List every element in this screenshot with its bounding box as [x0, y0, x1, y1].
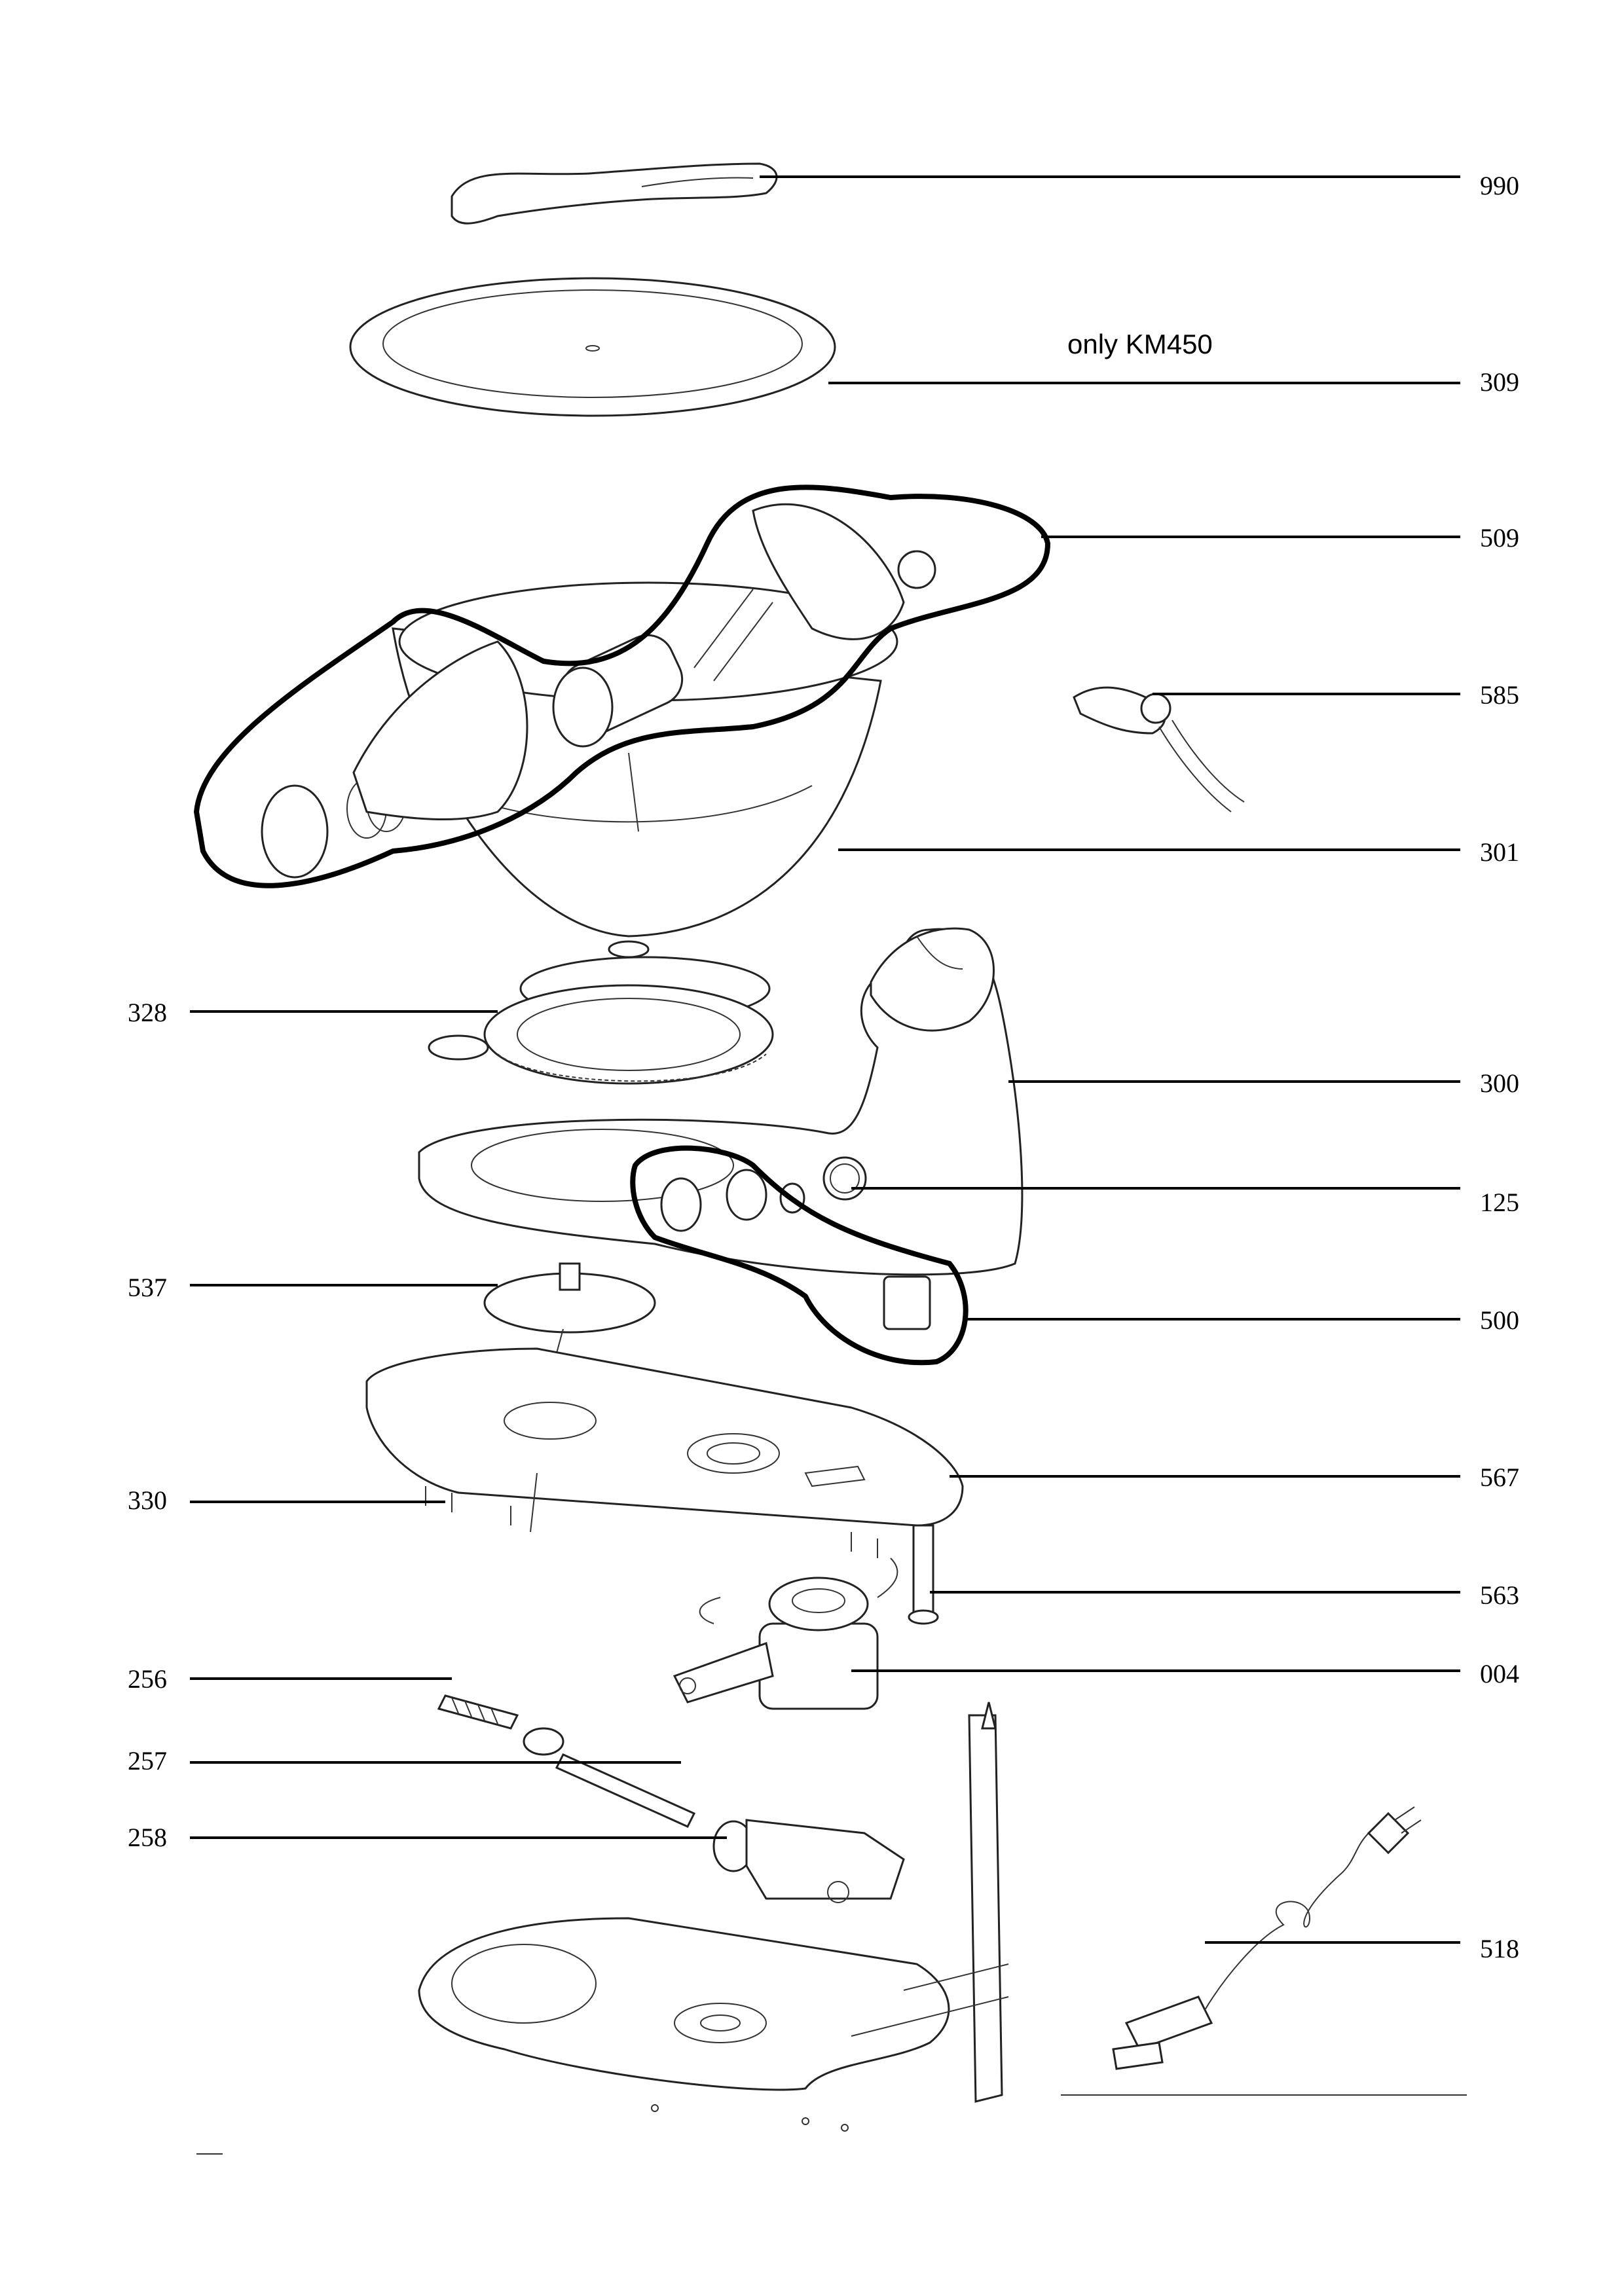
- part-label-300: 300: [1480, 1068, 1519, 1098]
- gear-ring-drawing: [428, 940, 774, 1085]
- leader-lines-right: [760, 175, 1460, 1944]
- part-label-567: 567: [1480, 1463, 1519, 1492]
- part-label-258: 258: [128, 1823, 167, 1852]
- lid-drawing: [349, 277, 836, 417]
- bracket-drawing: [745, 1819, 905, 1903]
- part-label-328: 328: [128, 998, 167, 1027]
- bottom-chassis-drawing: [418, 1702, 1009, 2132]
- motor-drawing: [673, 1558, 898, 1710]
- part-label-537: 537: [128, 1273, 167, 1302]
- shaft-drawing: [908, 1524, 939, 1625]
- part-label-518: 518: [1480, 1934, 1519, 1963]
- part-label-500: 500: [1480, 1305, 1519, 1335]
- part-label-257: 257: [128, 1746, 167, 1776]
- base-plate-drawing: [365, 1347, 964, 1533]
- screws-drawing: [425, 1486, 878, 1558]
- spindle-drawing: [437, 1694, 754, 1872]
- power-cord-drawing: [1112, 1806, 1422, 2070]
- drive-plate-drawing: [483, 1262, 656, 1402]
- part-label-990: 990: [1480, 171, 1519, 200]
- part-label-309: 309: [1480, 367, 1519, 397]
- part-label-301: 301: [1480, 837, 1519, 867]
- part-label-330: 330: [128, 1485, 167, 1515]
- spatula-drawing: [451, 162, 778, 225]
- thermostat-clip-drawing: [1073, 686, 1245, 812]
- part-label-509: 509: [1480, 523, 1519, 553]
- leader-lines-left: [190, 1010, 727, 1839]
- knob-switch-drawing: [630, 1145, 969, 1366]
- part-label-125: 125: [1480, 1188, 1519, 1217]
- part-label-004: 004: [1480, 1659, 1519, 1688]
- heater-assembly-drawing: [193, 484, 1051, 888]
- part-label-585: 585: [1480, 680, 1519, 710]
- part-label-563: 563: [1480, 1580, 1519, 1610]
- part-label-256: 256: [128, 1664, 167, 1694]
- model-note: only KM450: [1067, 329, 1213, 359]
